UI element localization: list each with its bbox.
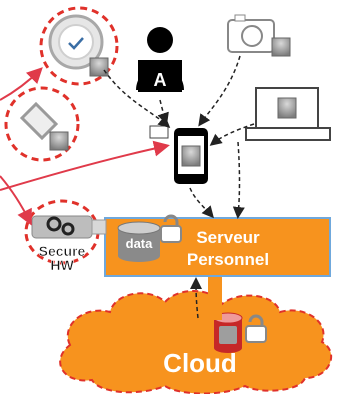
smartphone-device	[149, 125, 208, 184]
user-avatar-icon: A	[136, 27, 184, 92]
secure-hw-line2: HW	[50, 257, 74, 273]
server-data-label: data	[126, 236, 154, 251]
server-title-line2: Personnel	[187, 250, 269, 269]
health-sensor-device	[4, 86, 80, 162]
laptop-device	[245, 87, 331, 141]
cloud-database-icon	[213, 312, 243, 353]
cloud-lock-icon	[245, 314, 267, 343]
checkmark-icon	[68, 37, 84, 50]
server-cloud-connector	[208, 276, 222, 320]
data-flow-arrows	[103, 55, 255, 319]
server-title-line1: Serveur	[196, 228, 260, 247]
user-badge-letter: A	[154, 70, 167, 90]
smart-meter-device	[39, 6, 119, 86]
server-database-icon: data	[117, 221, 161, 262]
camera-device	[227, 14, 291, 57]
secure-hw-line1: Secure	[39, 243, 86, 259]
secure-hw-device: Secure HW	[24, 199, 107, 273]
gears-icon	[46, 216, 75, 236]
secure-link-arrows	[0, 67, 170, 226]
cloud-label: Cloud	[163, 348, 237, 378]
server-lock-icon	[160, 214, 182, 243]
cloud: Cloud	[59, 290, 333, 394]
